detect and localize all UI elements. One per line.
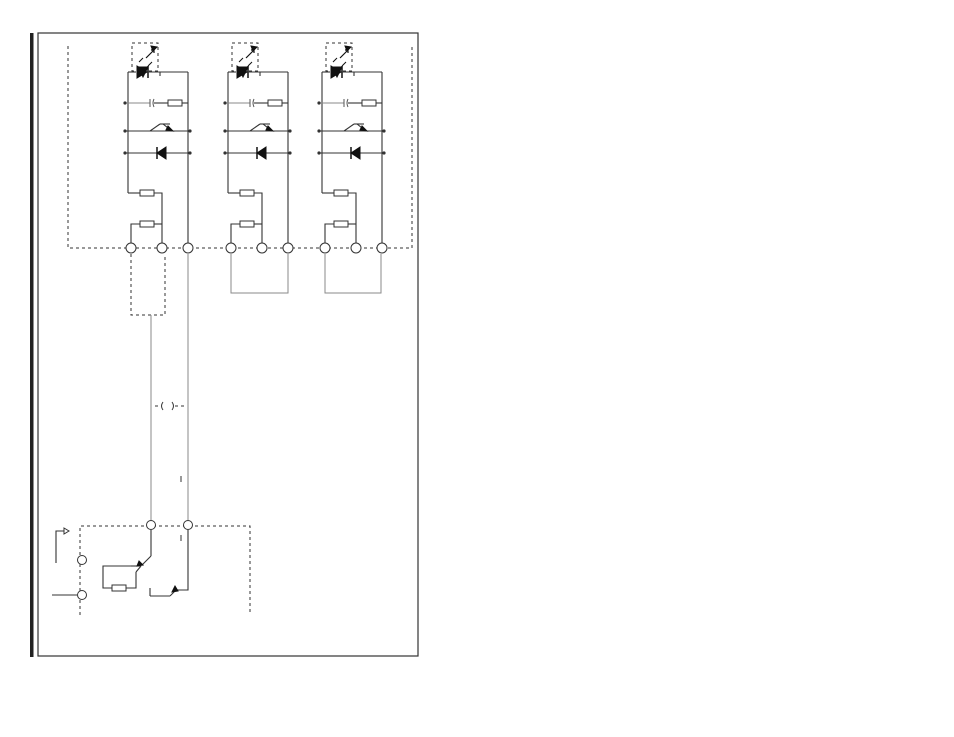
resistor — [112, 585, 126, 591]
arrow-marker — [64, 528, 69, 534]
connection-wires — [151, 254, 188, 541]
channel-2-loop — [231, 254, 288, 293]
terminal — [147, 521, 156, 530]
resistor — [140, 190, 154, 196]
terminal — [226, 243, 236, 253]
terminal — [157, 243, 167, 253]
transistor — [131, 530, 151, 582]
terminal — [377, 243, 387, 253]
transistor — [150, 124, 173, 131]
diode — [351, 147, 360, 159]
terminal — [126, 243, 136, 253]
channel-2 — [223, 43, 293, 253]
terminal — [257, 243, 267, 253]
channel-3 — [317, 43, 387, 253]
channel-1 — [123, 43, 193, 253]
transistor — [150, 530, 188, 596]
terminal — [78, 556, 87, 565]
channel-3-loop — [325, 254, 381, 293]
resistor — [334, 190, 348, 196]
diode — [257, 147, 266, 159]
resistor — [362, 100, 376, 106]
transistor — [344, 124, 367, 131]
resistor — [140, 221, 154, 227]
resistor — [334, 221, 348, 227]
terminal — [78, 591, 87, 600]
terminal — [183, 243, 193, 253]
transistor — [250, 124, 273, 131]
terminal — [184, 521, 193, 530]
terminal — [351, 243, 361, 253]
resistor — [240, 221, 254, 227]
lower-module — [52, 521, 250, 616]
capacitor — [344, 99, 348, 107]
resistor — [240, 190, 254, 196]
resistor — [268, 100, 282, 106]
diode — [157, 147, 166, 159]
capacitor — [250, 99, 254, 107]
external-dashed-box — [131, 254, 165, 315]
cable-marker-bracket — [162, 402, 174, 410]
resistor — [168, 100, 182, 106]
frame-left-bar — [30, 33, 34, 657]
channel-group — [123, 43, 387, 253]
terminal — [320, 243, 330, 253]
capacitor — [150, 99, 154, 107]
terminal — [283, 243, 293, 253]
